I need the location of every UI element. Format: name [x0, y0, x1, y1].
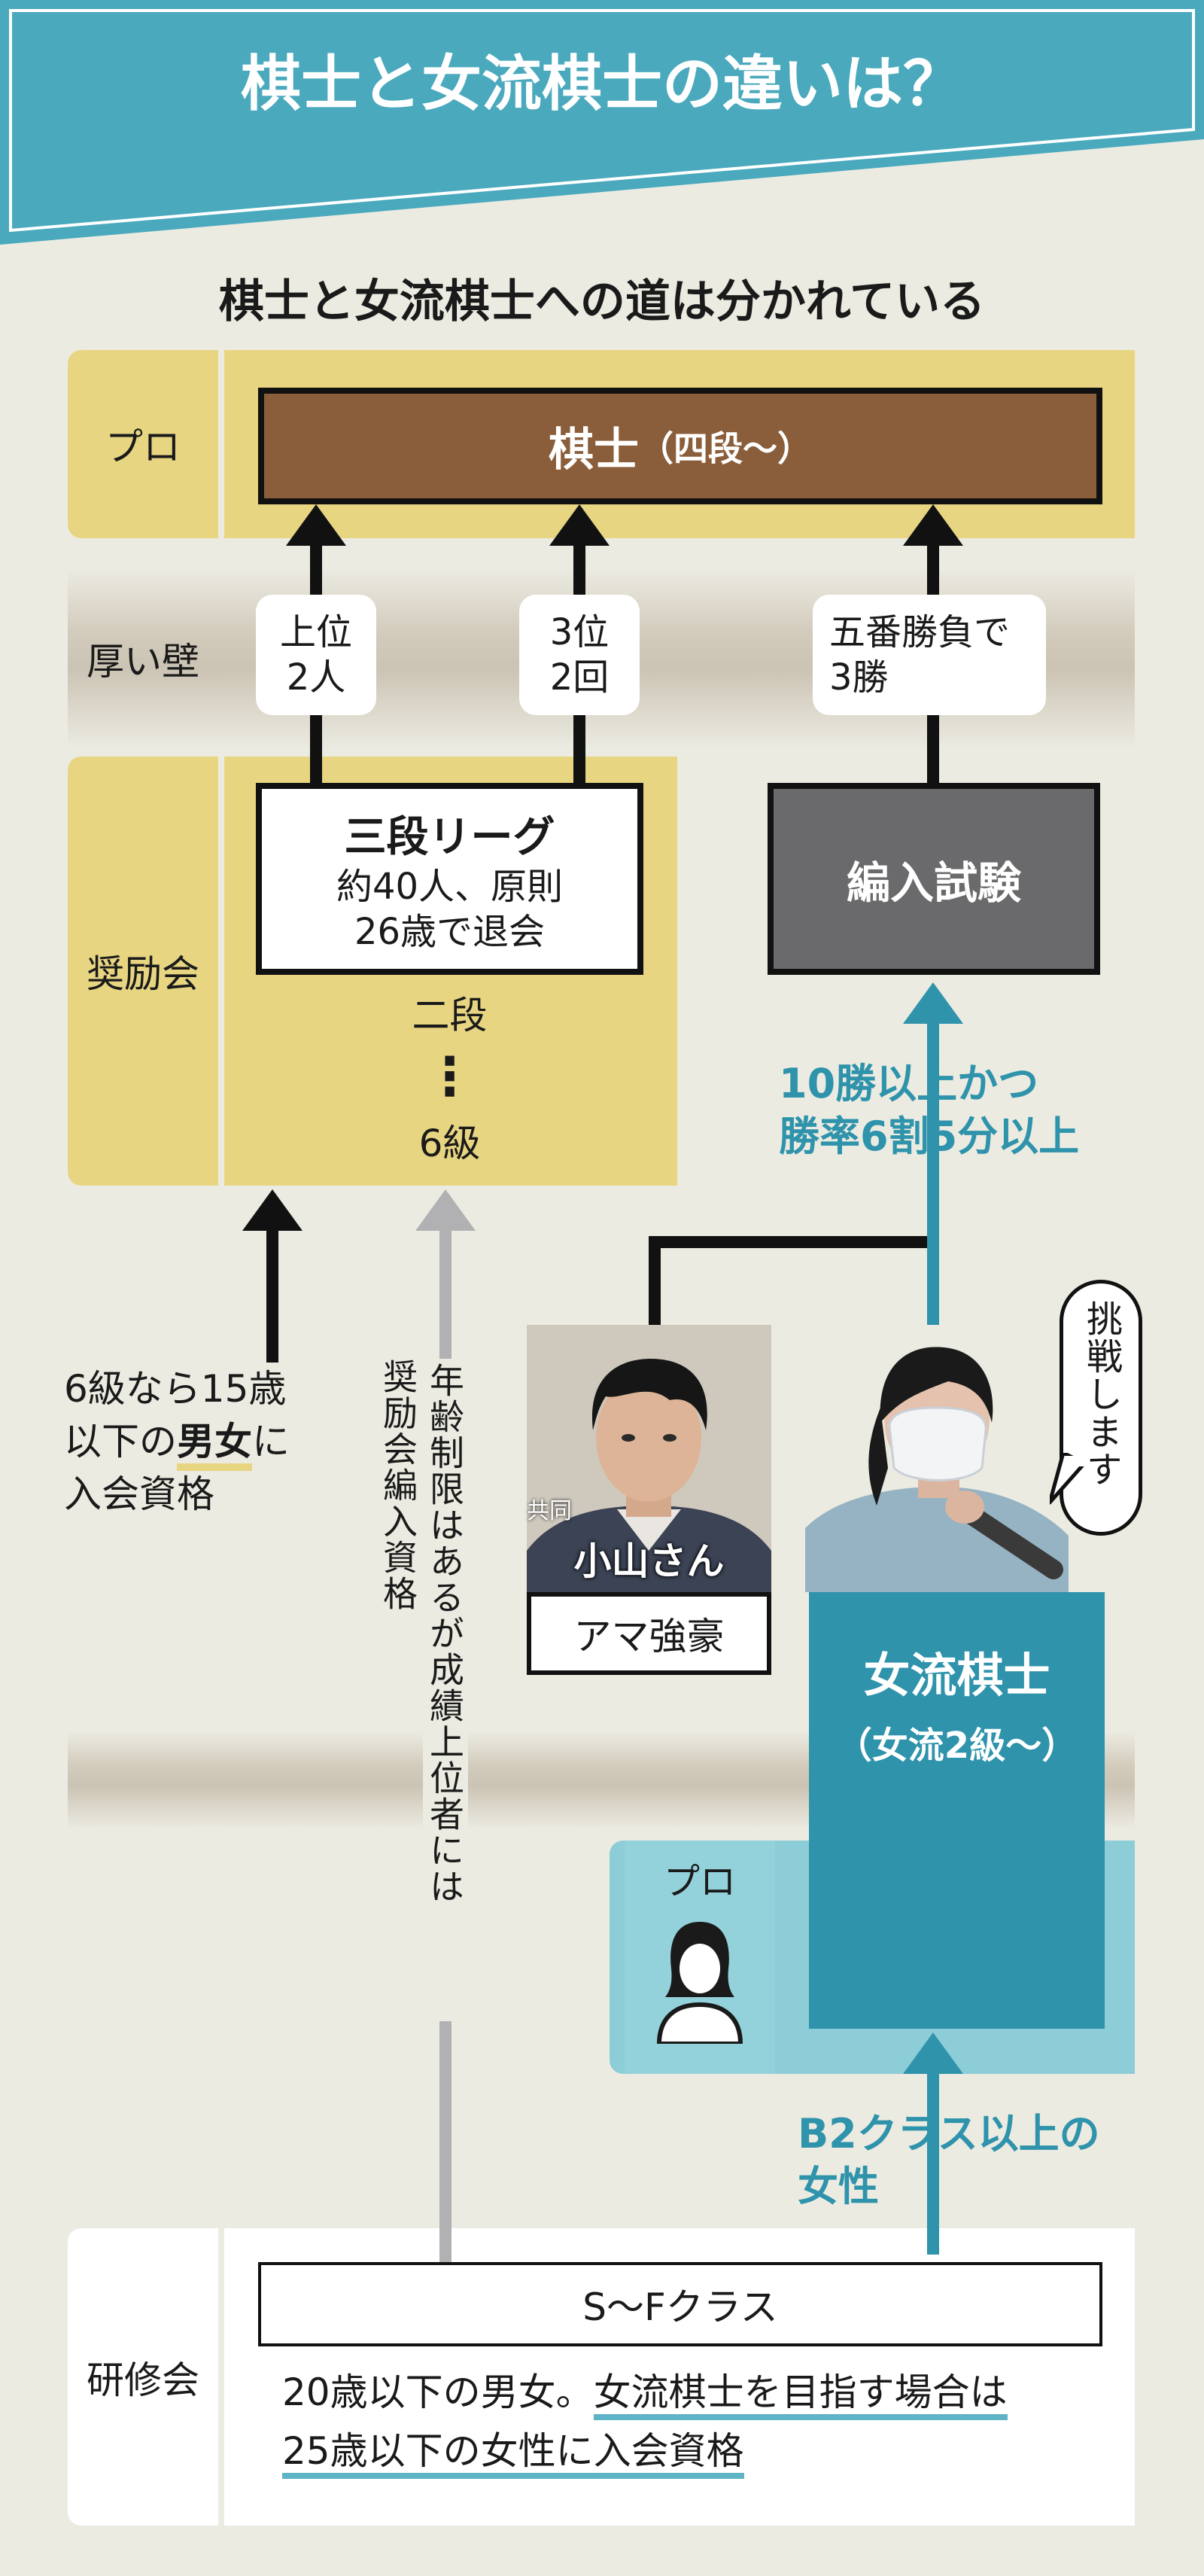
pill-line: 五番勝負で — [829, 611, 1011, 653]
condition-pill-top2: 上位 2人 — [256, 595, 376, 715]
pill-line: 2回 — [549, 656, 610, 699]
pill-line: 2人 — [286, 656, 346, 699]
kenshukai-note-line1: 20歳以下の男女。女流棋士を目指す場合は — [282, 2364, 1117, 2422]
rank-nidan: 二段 — [412, 994, 488, 1037]
woman-icon — [656, 1922, 743, 2044]
kishi-box: 棋士（四段〜） — [258, 388, 1102, 504]
b2-condition-line1: B2クラス以上の — [798, 2110, 1100, 2157]
row-label-wall: 厚い壁 — [87, 640, 199, 684]
pill-line: 3勝 — [829, 656, 889, 699]
sandan-league-title: 三段リーグ — [344, 813, 555, 862]
koyama-photo-illustration — [527, 1325, 771, 1592]
kenshukai-note-part-a: 20歳以下の男女。 — [282, 2370, 594, 2414]
hennyu-condition-text: 10勝以上かつ 勝率6割5分以上 — [779, 1058, 1170, 1171]
sandan-league-box: 三段リーグ 約40人、原則 26歳で退会 — [256, 783, 643, 975]
speech-bubble: 挑戦します — [1060, 1280, 1142, 1536]
left-note-line2-pre: 以下の — [64, 1420, 177, 1463]
kenshukai-note-line2: 25歳以下の女性に入会資格 — [282, 2422, 1117, 2481]
kishi-sub: （四段〜） — [639, 428, 812, 469]
left-note-line3: 入会資格 — [64, 1472, 214, 1516]
kenshukai-note-underlined: 女流棋士を目指す場合は — [593, 2370, 1008, 2420]
pill-line: 上位 — [279, 611, 352, 653]
left-note-line2: 以下の男女に — [64, 1415, 357, 1471]
pro-box-label: プロ — [663, 1861, 736, 1903]
kishi-label: 棋士 — [549, 424, 639, 477]
sandan-league-note-2: 26歳で退会 — [354, 911, 546, 953]
row-label-shoreikai: 奨励会 — [87, 952, 199, 996]
b2-condition-text: B2クラス以上の 女性 — [798, 2108, 1189, 2221]
joryu-kishi-box: 女流棋士 （女流2級〜） — [809, 1592, 1105, 2029]
left-note-line1: 6級なら15歳 — [64, 1367, 287, 1411]
condition-pill-gobanshobu: 五番勝負で 3勝 — [813, 595, 1046, 715]
pill-line: 3位 — [549, 611, 610, 653]
sf-class-box: S〜Fクラス — [258, 2262, 1102, 2346]
koyama-caption: 小山さん — [573, 1539, 725, 1583]
left-entry-note: 6級なら15歳 以下の男女に 入会資格 — [64, 1363, 357, 1528]
left-note-line2-post: に — [252, 1420, 290, 1463]
kenshukai-note: 20歳以下の男女。女流棋士を目指す場合は 25歳以下の女性に入会資格 — [282, 2364, 1117, 2507]
header-banner — [0, 0, 1204, 245]
kenshukai-band-label-cell — [68, 2228, 218, 2526]
kenshukai-note-underlined-2: 25歳以下の女性に入会資格 — [282, 2428, 744, 2479]
hennyu-condition-line2: 勝率6割5分以上 — [779, 1113, 1080, 1161]
woman-photo-illustration — [805, 1325, 1136, 1592]
speech-bubble-tail — [1050, 1453, 1087, 1505]
hennyu-condition-line1: 10勝以上かつ — [779, 1060, 1039, 1107]
photo-credit: 共同 — [527, 1498, 572, 1524]
woman-photo — [805, 1325, 1136, 1592]
row-label-pro: プロ — [105, 425, 181, 469]
rank-6kyu: 6級 — [418, 1122, 481, 1165]
hennyu-exam-box: 編入試験 — [768, 783, 1100, 975]
b2-condition-line2: 女性 — [798, 2163, 879, 2211]
rank-dots: ⋮ — [423, 1046, 476, 1107]
sandan-league-note-1: 約40人、原則 — [336, 866, 564, 908]
pro-band-label-cell — [68, 350, 218, 538]
vertical-note-age-limit: 年齢制限はあるが成績上位者には — [423, 1359, 468, 2021]
joryu-kishi-title: 女流棋士 — [863, 1648, 1050, 1703]
condition-pill-3rd: 3位 2回 — [519, 595, 640, 715]
koyama-photo — [527, 1325, 771, 1592]
vertical-note-shoreikai-transfer: 奨励会編入資格 — [378, 1359, 418, 1612]
amateur-label-box: アマ強豪 — [527, 1592, 771, 1675]
page-subtitle: 棋士と女流棋士への道は分かれている — [218, 275, 986, 328]
page-title: 棋士と女流棋士の違いは？ — [241, 49, 963, 119]
shoreikai-band-label-cell — [68, 757, 218, 1186]
left-note-highlight: 男女 — [177, 1420, 252, 1471]
teal-arrows — [903, 982, 963, 2255]
row-label-kenshukai: 研修会 — [87, 2358, 199, 2402]
joryu-kishi-sub: （女流2級〜） — [835, 1725, 1078, 1767]
